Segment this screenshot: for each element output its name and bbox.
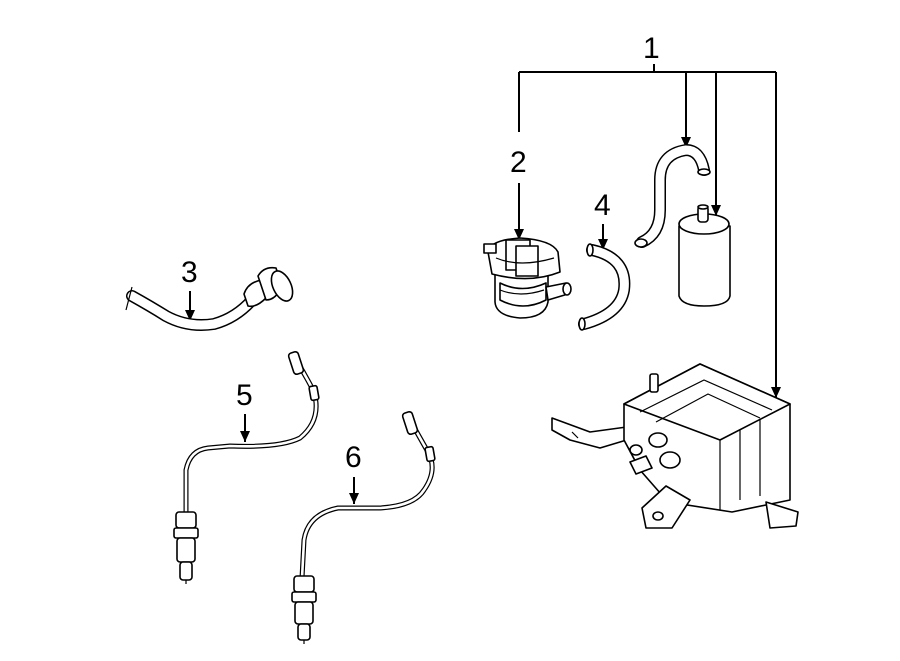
callout-6: 6 bbox=[345, 441, 362, 474]
callout-3: 3 bbox=[181, 256, 198, 289]
filter-canister bbox=[678, 204, 731, 307]
oxygen-sensor-5 bbox=[173, 350, 320, 584]
vent-hose bbox=[125, 266, 294, 331]
callout-5: 5 bbox=[236, 379, 253, 412]
charcoal-canister bbox=[551, 363, 799, 529]
bent-hose bbox=[634, 144, 711, 248]
callout-1: 1 bbox=[643, 32, 660, 65]
purge-valve bbox=[483, 237, 572, 319]
callout-4: 4 bbox=[594, 189, 611, 222]
callout-2: 2 bbox=[510, 146, 527, 179]
oxygen-sensor-6 bbox=[291, 410, 436, 644]
short-hose bbox=[578, 243, 631, 331]
leader-lines bbox=[185, 64, 781, 504]
